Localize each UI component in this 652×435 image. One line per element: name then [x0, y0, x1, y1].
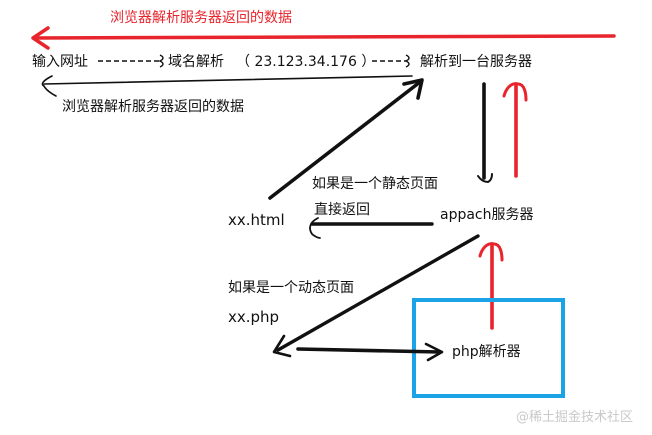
red-return-arrow [31, 26, 616, 50]
apache-to-server-red-arrow [502, 82, 528, 178]
domain-resolve-label: 域名解析 [168, 54, 224, 70]
if-dynamic-label: 如果是一个动态页面 [228, 280, 354, 296]
return-direct-label: 直接返回 [314, 201, 370, 218]
php-to-apache-red-arrow [478, 242, 504, 330]
input-url-label: 输入网址 [32, 54, 88, 70]
watermark-text: @稀土掘金技术社区 [516, 409, 633, 425]
ip-address-label: （ 23.123.34.176 ） [236, 54, 375, 70]
resolve-server-label: 解析到一台服务器 [420, 54, 532, 70]
dash-connector-1 [98, 54, 164, 68]
html-file-label: xx.html [228, 211, 285, 229]
apache-to-html-arrow [309, 217, 434, 239]
php-parser-box [412, 298, 565, 398]
php-file-to-parser-arrow [296, 342, 444, 362]
apache-server-label: appach服务器 [440, 207, 534, 223]
html-to-server-arrow [268, 78, 424, 200]
mid-return-label: 浏览器解析服务器返回的数据 [62, 99, 244, 115]
dash-connector-2 [372, 54, 410, 68]
php-parser-label: php解析器 [452, 344, 521, 360]
if-static-label: 如果是一个静态页面 [312, 176, 438, 192]
server-to-apache-arrow [477, 82, 493, 183]
black-return-arrow [41, 75, 413, 97]
apache-to-php-file-arrow [272, 234, 480, 358]
top-return-label: 浏览器解析服务器返回的数据 [110, 10, 292, 26]
php-file-label: xx.php [228, 308, 279, 326]
